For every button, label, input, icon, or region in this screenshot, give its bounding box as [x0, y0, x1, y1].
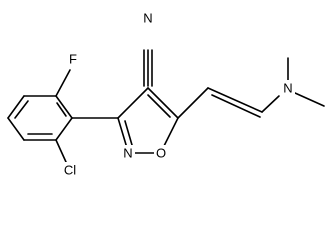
nitrile-nitrogen-label: N [143, 11, 152, 26]
atom-labels: N F N N O Cl [59, 10, 295, 178]
ring-o-c5-bond [162, 117, 179, 149]
chlorine-bond [55, 139, 67, 163]
fluorine-bond [55, 69, 71, 97]
ring-c5-c4-double-bond [147, 87, 179, 119]
phenyl-c3-c4-bond [7, 117, 25, 141]
phenyl-c6-c1-bond-inner [56, 102, 67, 117]
vinyl-double-bond [207, 87, 263, 113]
vinyl-n-bond [261, 95, 280, 113]
ring-c3-n-double-bond [117, 117, 128, 149]
amine-nitrogen-label: N [283, 81, 292, 96]
isoxazole-oxygen-label: O [156, 146, 166, 161]
phenyl-c1-c2-bond [55, 117, 73, 141]
fluorine-label: F [69, 52, 77, 67]
bonds [7, 49, 325, 163]
chlorine-label: Cl [64, 163, 76, 178]
phenyl-c4-c5-bond [7, 95, 25, 119]
chemical-structure-diagram: N F N N O Cl [7, 10, 325, 178]
phenyl-c6-c1-bond [55, 95, 73, 119]
ring-c4-c3-bond [117, 87, 149, 119]
ring-c3-n-double-bond-inner [124, 120, 133, 146]
phenyl-c4-c5-bond-inner [14, 100, 29, 119]
ring-c5-c4-double-bond-inner [147, 94, 171, 118]
c5-vinyl-bond [177, 87, 209, 119]
n-methyl-right-bond [294, 92, 325, 107]
isoxazole-nitrogen-label: N [123, 146, 132, 161]
vinyl-double-bond-inner [211, 94, 261, 118]
